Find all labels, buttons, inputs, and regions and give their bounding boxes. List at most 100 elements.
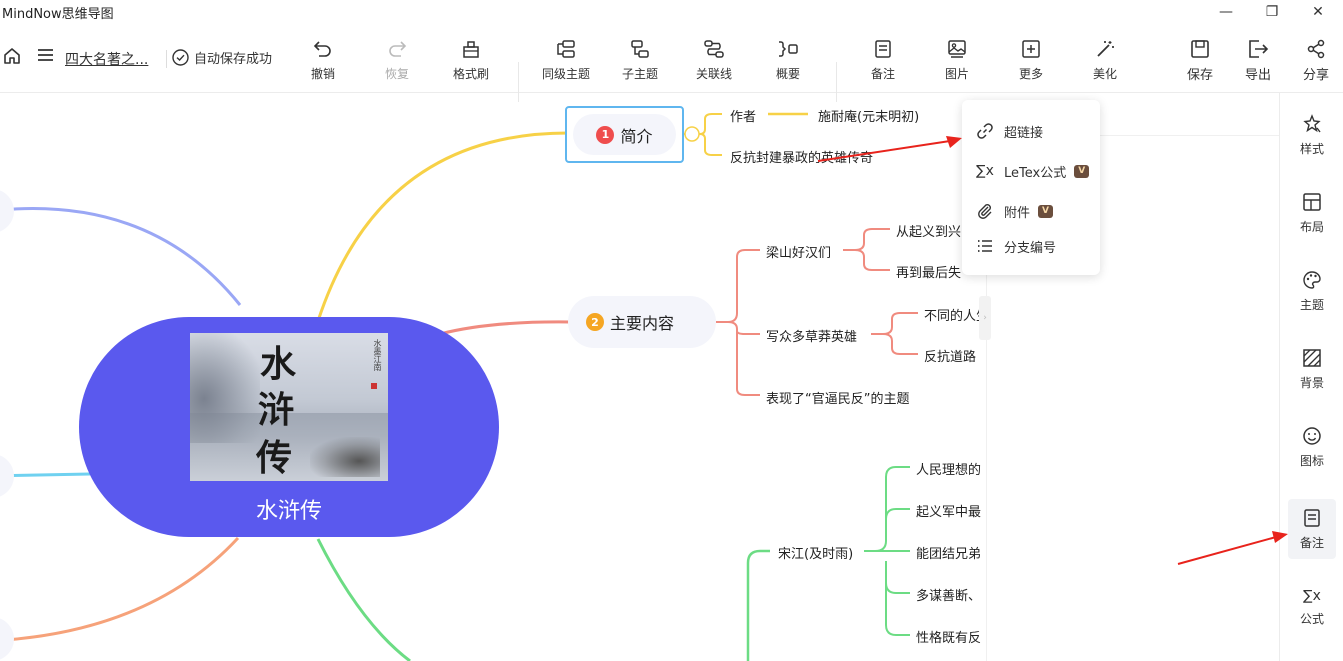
sidebar-item-theme[interactable]: 主题: [1288, 261, 1336, 321]
topic-main-content[interactable]: 2 主要内容: [568, 296, 716, 348]
palette-icon: [1303, 270, 1321, 289]
panel-divider: [986, 135, 987, 661]
summary-icon: [779, 41, 798, 57]
close-button[interactable]: ✕: [1312, 4, 1324, 20]
node-songjiang[interactable]: 宋江(及时雨): [778, 547, 854, 562]
sidebar-item-label: 布局: [1299, 219, 1324, 234]
export-button[interactable]: 导出: [1225, 37, 1291, 83]
node-heroes-1[interactable]: 不同的人生: [924, 309, 990, 324]
sidebar-item-note[interactable]: 备注: [1288, 499, 1336, 559]
node-theme[interactable]: 表现了“官逼民反”的主题: [766, 392, 910, 407]
main-toolbar: 四大名著之... 自动保存成功 撤销 恢复 格式刷 同级主题 子主题: [0, 24, 1343, 102]
note-icon: [1304, 508, 1320, 527]
root-topic-label: 水浒传: [255, 499, 322, 524]
topic-intro[interactable]: 1 简介: [565, 106, 684, 163]
node-liangshan-1[interactable]: 从起义到兴: [896, 225, 962, 240]
sidebar-item-label: 公式: [1299, 611, 1324, 626]
sidebar-item-label: 图标: [1299, 453, 1324, 468]
image-label: 图片: [944, 67, 969, 81]
node-heroes-2[interactable]: 反抗道路: [924, 350, 977, 365]
check-circle-icon: [172, 49, 189, 66]
sigma-x-icon: ∑x: [1303, 587, 1321, 604]
document-title[interactable]: 四大名著之...: [65, 52, 149, 68]
vip-badge: V: [1074, 164, 1090, 178]
magic-wand-icon: [1097, 41, 1114, 57]
image-char: 浒: [258, 389, 295, 431]
node-liangshan[interactable]: 梁山好汉们: [766, 246, 832, 261]
share-button[interactable]: 分享: [1283, 37, 1343, 83]
note-button[interactable]: 备注: [850, 37, 916, 83]
summary-button[interactable]: 概要: [755, 37, 821, 83]
sidebar-item-label: 主题: [1299, 297, 1324, 312]
beautify-button[interactable]: 美化: [1072, 37, 1138, 83]
maximize-button[interactable]: ❐: [1265, 4, 1279, 20]
left-topic-stub[interactable]: [0, 189, 14, 233]
node-legend[interactable]: 反抗封建暴政的英雄传奇: [730, 151, 874, 166]
collapse-panel-handle[interactable]: ›: [979, 296, 991, 340]
node-songjiang-item[interactable]: 性格既有反: [916, 631, 982, 646]
relation-line-label: 关联线: [695, 67, 732, 81]
toolbar-divider: [836, 62, 837, 102]
node-liangshan-2[interactable]: 再到最后失: [896, 266, 962, 281]
menu-item-attachment[interactable]: 附件 V: [962, 193, 1100, 229]
menu-item-branch-numbering[interactable]: 分支编号: [962, 228, 1100, 264]
background-icon: [1303, 348, 1321, 367]
image-icon: [948, 40, 966, 58]
menu-item-latex[interactable]: ∑x LeTex公式 V: [962, 153, 1100, 189]
relation-line-button[interactable]: 关联线: [681, 37, 747, 83]
home-button[interactable]: [3, 47, 21, 65]
share-label: 分享: [1302, 68, 1329, 83]
export-label: 导出: [1244, 68, 1271, 83]
mindmap-canvas[interactable]: 水 浒 传 水墨江南 水浒传 1 简介 作者 施耐庵(元末明初) 反抗封建暴政的…: [0, 93, 1279, 661]
undo-label: 撤销: [310, 67, 335, 81]
relation-line-icon: [704, 40, 724, 58]
more-dropdown-menu: 超链接 ∑x LeTex公式 V 附件 V 分支编号: [962, 100, 1100, 275]
more-button[interactable]: 更多: [998, 37, 1064, 83]
format-brush-icon: [463, 41, 479, 58]
node-songjiang-item[interactable]: 起义军中最: [916, 505, 982, 520]
sidebar-item-formula[interactable]: ∑x 公式: [1288, 577, 1336, 637]
node-songjiang-item[interactable]: 多谋善断、: [916, 589, 982, 604]
sidebar-item-style[interactable]: 样式: [1288, 105, 1336, 165]
minimize-button[interactable]: —: [1219, 4, 1233, 20]
note-icon: [875, 40, 891, 58]
undo-button[interactable]: 撤销: [290, 37, 356, 83]
save-status-text: 自动保存成功: [194, 52, 273, 67]
left-topic-stub[interactable]: [0, 617, 14, 661]
sidebar-item-layout[interactable]: 布局: [1288, 183, 1336, 243]
sigma-x-icon: ∑x: [976, 163, 994, 179]
image-char: 水: [260, 343, 297, 385]
node-author-value[interactable]: 施耐庵(元末明初): [818, 110, 920, 125]
sibling-topic-button[interactable]: 同级主题: [533, 37, 599, 83]
title-divider: [166, 50, 167, 68]
root-topic[interactable]: 水 浒 传 水墨江南 水浒传: [79, 317, 499, 537]
vip-badge: V: [1038, 204, 1054, 218]
title-bar: MindNow思维导图 — ❐ ✕: [0, 0, 1343, 24]
sidebar-item-icon[interactable]: 图标: [1288, 417, 1336, 477]
node-songjiang-item[interactable]: 人民理想的: [916, 463, 982, 478]
layout-icon: [1303, 192, 1321, 211]
sidebar-item-background[interactable]: 背景: [1288, 339, 1336, 399]
app-title: MindNow思维导图: [2, 7, 114, 22]
share-icon: [1307, 39, 1325, 58]
image-seal-text: 水墨江南: [373, 339, 382, 371]
topic-intro-label: 简介: [620, 126, 653, 146]
save-button[interactable]: 保存: [1167, 37, 1233, 83]
sub-topic-button[interactable]: 子主题: [607, 37, 673, 83]
menu-button[interactable]: [37, 47, 54, 63]
node-author[interactable]: 作者: [730, 110, 757, 125]
menu-item-hyperlink[interactable]: 超链接: [962, 113, 1100, 149]
root-topic-image[interactable]: 水 浒 传 水墨江南: [190, 333, 388, 481]
menu-item-label: 超链接: [1004, 125, 1044, 141]
format-brush-button[interactable]: 格式刷: [438, 37, 504, 83]
redo-button[interactable]: 恢复: [364, 37, 430, 83]
hamburger-icon: [38, 49, 53, 61]
format-brush-label: 格式刷: [452, 67, 489, 81]
node-songjiang-item[interactable]: 能团结兄弟: [916, 547, 982, 562]
node-heroes[interactable]: 写众多草莽英雄: [766, 330, 858, 345]
image-button[interactable]: 图片: [924, 37, 990, 83]
branch-lines: [0, 112, 918, 661]
left-topic-stub[interactable]: [0, 454, 14, 498]
menu-item-label: 附件: [1004, 205, 1031, 221]
